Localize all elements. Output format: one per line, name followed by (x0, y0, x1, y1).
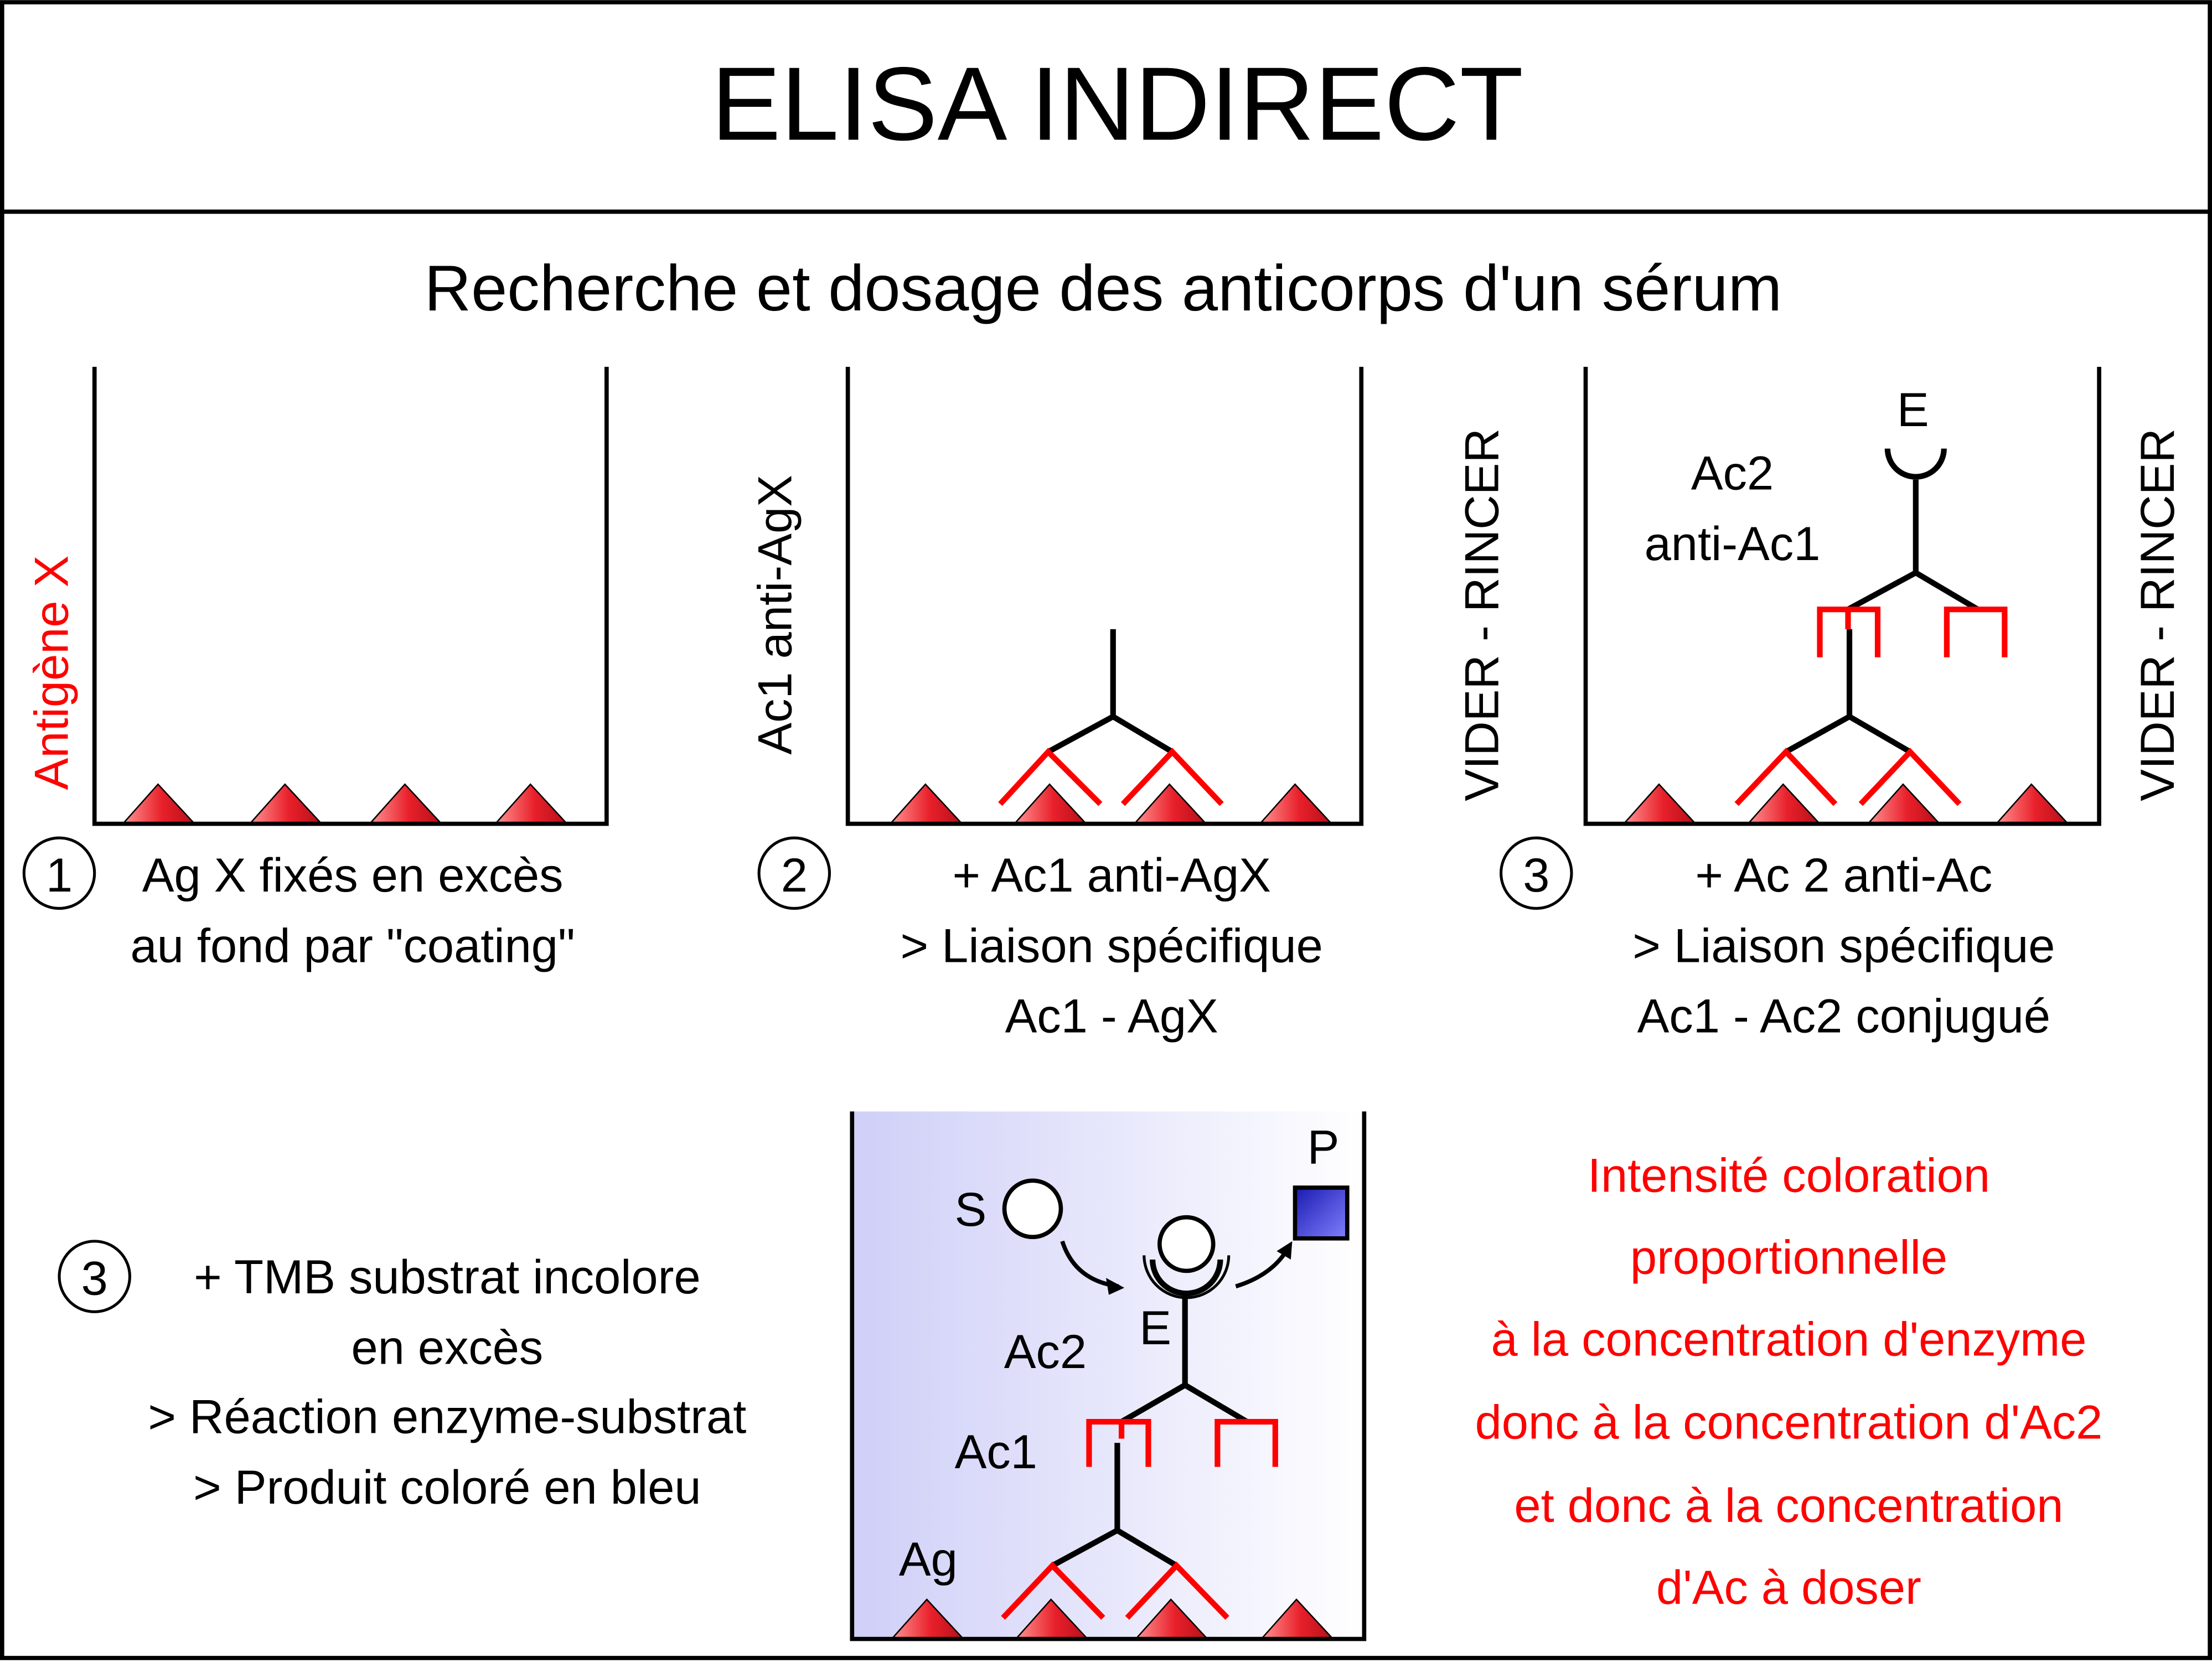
step1-antigens (122, 783, 567, 823)
step1-number-circle (22, 836, 96, 910)
step4-ac2-antibody (1086, 1215, 1278, 1467)
step3-well (1583, 366, 2101, 826)
step3-ac2-label-1: Ac2 (1691, 447, 1774, 500)
step4-line-3: > Réaction enzyme-substrat (148, 1390, 746, 1443)
label-enzyme: E (1139, 1302, 1171, 1355)
antigen-triangle (249, 783, 322, 823)
step4-line-1: + TMB substrat incolore (194, 1251, 701, 1304)
step2-line-3: Ac1 - AgX (1005, 990, 1218, 1043)
product-square (1293, 1185, 1350, 1241)
enzyme-cup (1150, 1259, 1223, 1297)
step4-well (850, 1111, 1367, 1641)
label-ac2: Ac2 (1004, 1325, 1087, 1379)
step1-well (92, 366, 609, 826)
step2-side-label: Ac1 anti-AgX (749, 475, 802, 755)
antigen-triangle (122, 783, 195, 823)
arrowhead (1276, 1241, 1293, 1260)
step3-line-3: Ac1 - Ac2 conjugué (1637, 990, 2050, 1043)
step2-number-circle (757, 836, 831, 910)
step3-number-circle (1500, 836, 1573, 910)
label-product: P (1307, 1121, 1340, 1174)
step3-side-label-right: VIDER - RINCER (2131, 428, 2184, 801)
step2-line-2: > Liaison spécifique (901, 919, 1323, 972)
step3-ac2-antibody (1817, 448, 2008, 657)
step1-line-2: au fond par "coating" (131, 919, 575, 972)
label-substrate: S (954, 1183, 986, 1236)
ac1-antibody (998, 629, 1224, 806)
antigen-triangle (369, 783, 442, 823)
step4-antigens (891, 1598, 1334, 1639)
conclusion-line-6: d'Ac à doser (1656, 1561, 1921, 1614)
step1-number: 1 (46, 849, 73, 902)
label-ac1: Ac1 (955, 1426, 1037, 1479)
title: ELISA INDIRECT (711, 45, 1523, 162)
step4-line-2: en excès (352, 1322, 544, 1375)
step2-number: 2 (781, 849, 808, 902)
conclusion-line-4: donc à la concentration d'Ac2 (1475, 1396, 2103, 1449)
conclusion-line-2: proportionnelle (1630, 1231, 1947, 1284)
step3-enzyme-label: E (1897, 384, 1929, 437)
step3-antigens (1623, 783, 2069, 823)
step4-number: 3 (81, 1252, 108, 1305)
conclusion-line-1: Intensité coloration (1588, 1149, 1990, 1203)
arrowhead (1106, 1278, 1125, 1295)
step4-number-circle (58, 1240, 132, 1313)
step1-side-label: Antigène X (25, 556, 78, 790)
step1-line-1: Ag X fixés en excès (142, 849, 564, 902)
step3-number: 3 (1523, 849, 1549, 902)
step3-side-label-left: VIDER - RINCER (1455, 428, 1508, 801)
enzyme-cup (1884, 448, 1947, 480)
conclusion-line-3: à la concentration d'enzyme (1491, 1313, 2086, 1366)
step3-line-2: > Liaison spécifique (1632, 919, 2055, 972)
subtitle: Recherche et dosage des anticorps d'un s… (424, 252, 1782, 324)
step3-line-1: + Ac 2 anti-Ac (1695, 849, 1992, 902)
step4-ac1-antibody (1001, 1443, 1229, 1620)
step2-line-1: + Ac1 anti-AgX (952, 849, 1270, 902)
antigen-triangle (495, 783, 567, 823)
substrate-circle (1002, 1178, 1063, 1240)
step3-ac1-antibody (1734, 629, 1962, 806)
step2-well (845, 366, 1364, 826)
enzyme-cup-outer (1143, 1255, 1231, 1299)
step3-ac2-label-2: anti-Ac1 (1645, 517, 1821, 571)
label-ag: Ag (899, 1533, 958, 1586)
conclusion-line-5: et donc à la concentration (1514, 1479, 2063, 1532)
bound-substrate (1157, 1215, 1216, 1273)
step2-antigens (890, 783, 1332, 823)
step4-line-4: > Produit coloré en bleu (193, 1461, 701, 1514)
